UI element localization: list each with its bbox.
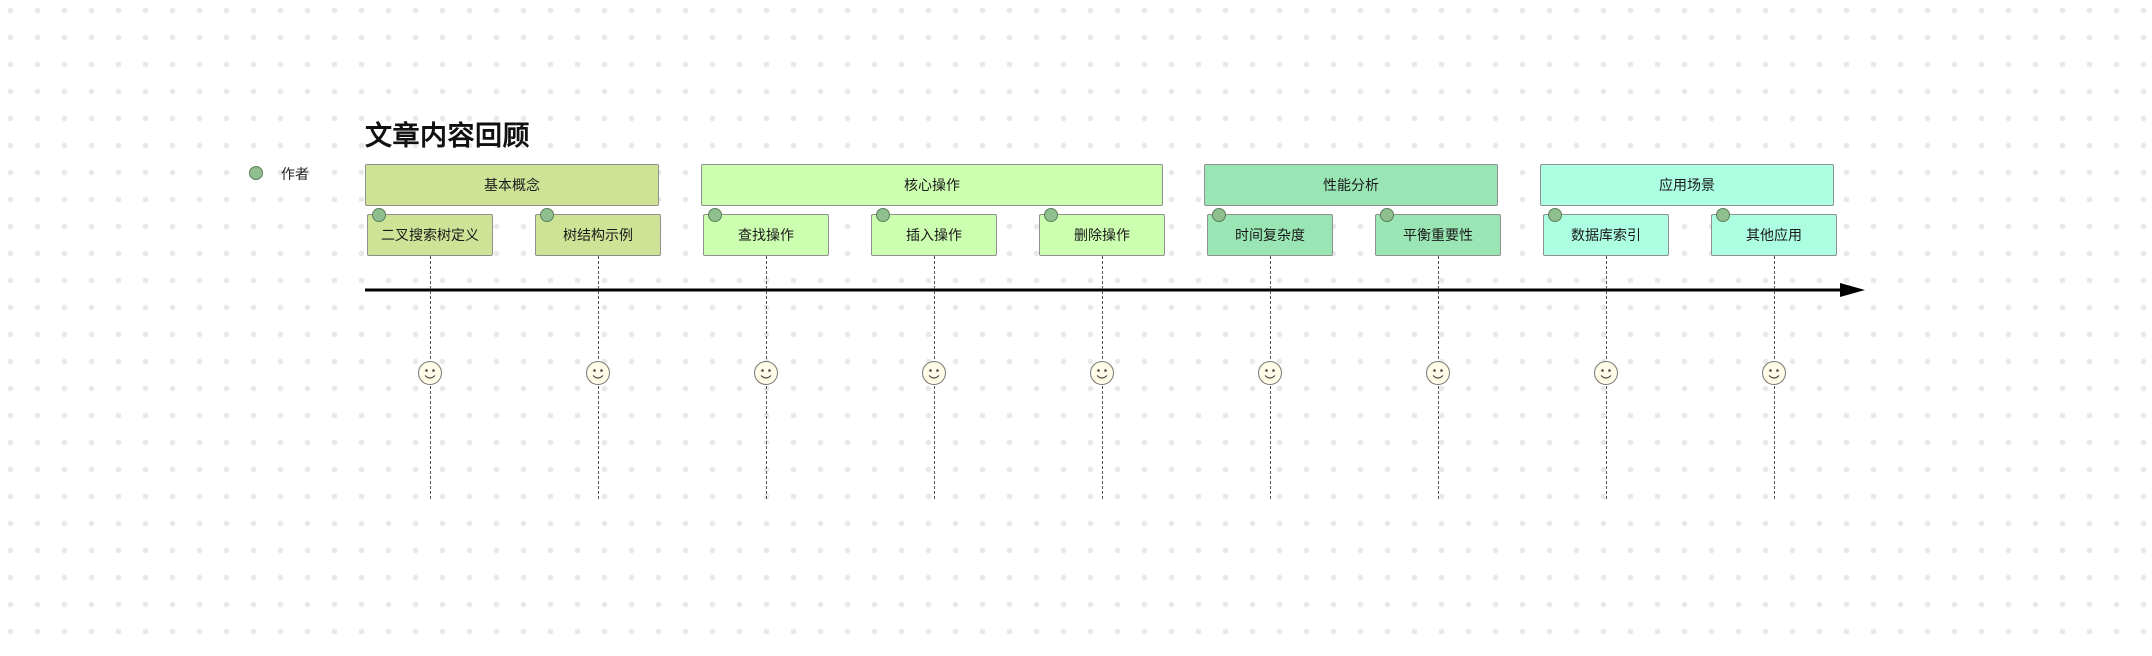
item-box-other-applications[interactable]: 其他应用: [1711, 214, 1837, 256]
smiley-icon: [754, 361, 778, 385]
smiley-icon: [418, 361, 442, 385]
smiley-icon: [1426, 361, 1450, 385]
smiley-icon: [1594, 361, 1618, 385]
smiley-icon: [1762, 361, 1786, 385]
item-box-database-index[interactable]: 数据库索引: [1543, 214, 1669, 256]
author-dot-icon: [1212, 208, 1226, 222]
item-box-delete-operation[interactable]: 删除操作: [1039, 214, 1165, 256]
author-dot-icon: [540, 208, 554, 222]
smiley-icon: [1258, 361, 1282, 385]
author-dot-icon: [1380, 208, 1394, 222]
timeline-axis: [365, 283, 1865, 297]
legend-author-label: 作者: [281, 167, 309, 183]
author-dot-icon: [876, 208, 890, 222]
group-box-basic-concepts[interactable]: 基本概念: [365, 164, 659, 206]
item-box-insert-operation[interactable]: 插入操作: [871, 214, 997, 256]
diagram-title: 文章内容回顾: [365, 121, 530, 152]
smiley-icon: [922, 361, 946, 385]
author-dot-icon: [1548, 208, 1562, 222]
author-dot-icon: [1044, 208, 1058, 222]
group-box-applications[interactable]: 应用场景: [1540, 164, 1834, 206]
author-dot-icon: [708, 208, 722, 222]
item-box-tree-structure-example[interactable]: 树结构示例: [535, 214, 661, 256]
group-box-performance-analysis[interactable]: 性能分析: [1204, 164, 1498, 206]
smiley-icon: [586, 361, 610, 385]
timeline-arrow-head-icon: [1840, 283, 1865, 297]
item-box-time-complexity[interactable]: 时间复杂度: [1207, 214, 1333, 256]
smiley-icon: [1090, 361, 1114, 385]
legend-author-dot-icon: [249, 166, 263, 180]
author-dot-icon: [1716, 208, 1730, 222]
item-box-bst-definition[interactable]: 二叉搜索树定义: [367, 214, 493, 256]
item-box-balance-importance[interactable]: 平衡重要性: [1375, 214, 1501, 256]
item-box-search-operation[interactable]: 查找操作: [703, 214, 829, 256]
group-box-core-operations[interactable]: 核心操作: [701, 164, 1163, 206]
author-dot-icon: [372, 208, 386, 222]
